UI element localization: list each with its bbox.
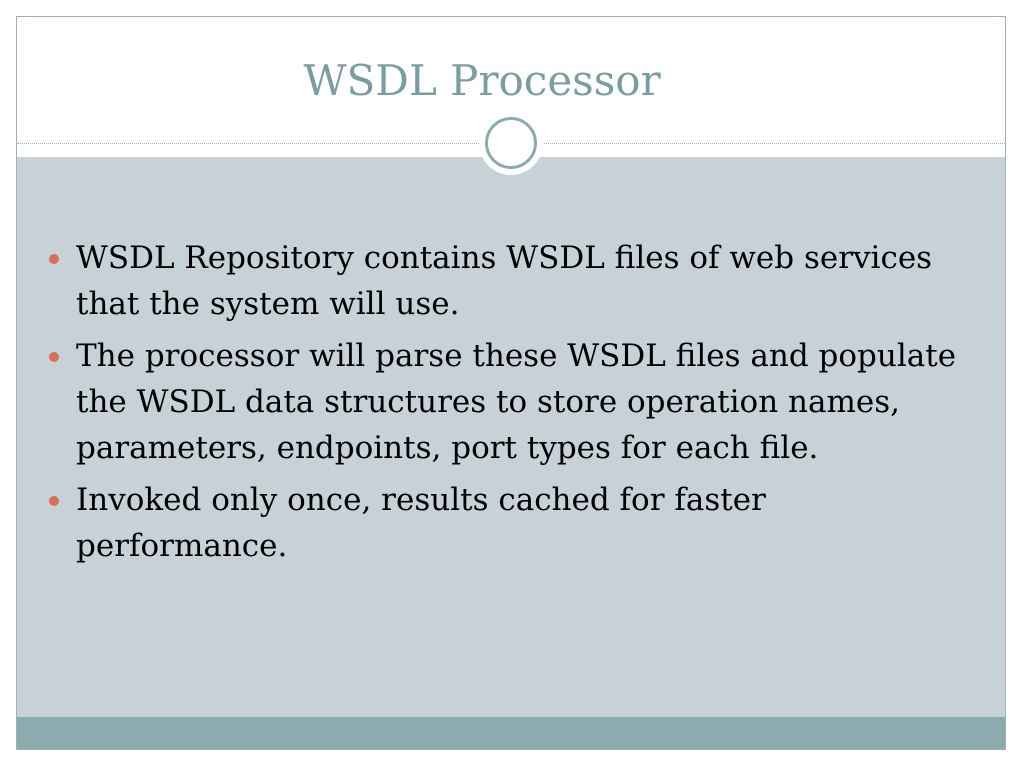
bullet-item: WSDL Repository contains WSDL files of w…	[47, 235, 967, 327]
footer-bar	[17, 717, 1005, 749]
bullet-list: WSDL Repository contains WSDL files of w…	[47, 235, 967, 575]
ring-inner	[485, 117, 537, 169]
bullet-text: The processor will parse these WSDL file…	[76, 338, 957, 466]
slide-title: WSDL Processor	[303, 56, 661, 105]
bullet-text: Invoked only once, results cached for fa…	[76, 482, 766, 564]
content-panel	[17, 157, 1005, 717]
bullet-item: The processor will parse these WSDL file…	[47, 333, 967, 471]
bullet-dot-icon	[49, 352, 59, 362]
bullet-dot-icon	[49, 496, 59, 506]
circle-ring-icon	[479, 111, 543, 175]
slide: WSDL Processor WSDL Repository contains …	[16, 16, 1006, 750]
bullet-text: WSDL Repository contains WSDL files of w…	[76, 240, 933, 322]
bullet-item: Invoked only once, results cached for fa…	[47, 477, 967, 569]
bullet-dot-icon	[49, 254, 59, 264]
